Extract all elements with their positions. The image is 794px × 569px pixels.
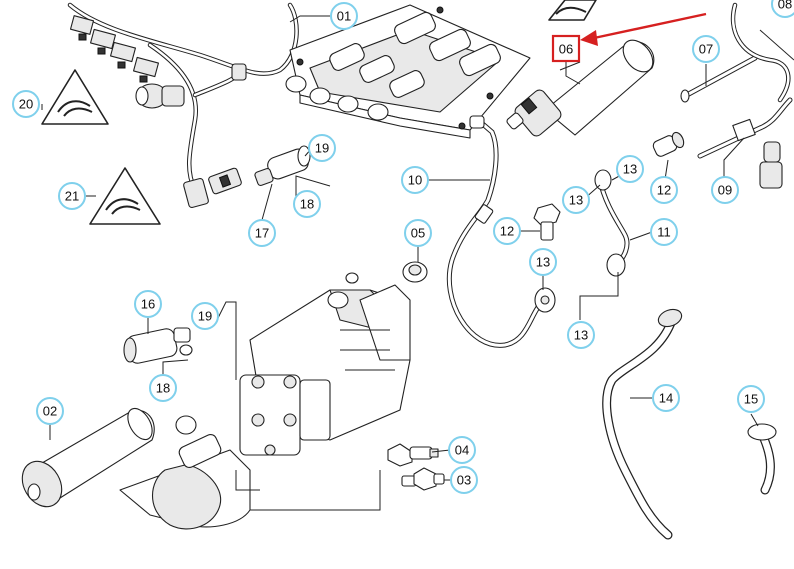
svg-text:08: 08 [778, 0, 792, 12]
mount-bracket[interactable] [119, 415, 251, 530]
callout-14[interactable]: 14 [652, 384, 680, 412]
svg-text:04: 04 [455, 443, 469, 458]
callout-12-right[interactable]: 12 [650, 176, 678, 204]
wiring-harness[interactable] [67, 2, 299, 209]
callout-10[interactable]: 10 [401, 166, 429, 194]
pipe-07[interactable] [680, 55, 758, 103]
pressure-switch-04[interactable] [387, 443, 439, 467]
hand-crush-warning-icon [89, 167, 161, 225]
callout-01[interactable]: 01 [330, 2, 358, 30]
callout-03[interactable]: 03 [450, 466, 478, 494]
svg-text:14: 14 [659, 391, 673, 406]
svg-text:12: 12 [500, 224, 514, 239]
svg-text:20: 20 [19, 97, 33, 112]
callout-02[interactable]: 02 [36, 397, 64, 425]
svg-text:19: 19 [198, 309, 212, 324]
callout-13-b[interactable]: 13 [616, 155, 644, 183]
wire-08[interactable] [730, 2, 794, 189]
svg-text:17: 17 [255, 226, 269, 241]
clamp-15[interactable] [747, 423, 777, 495]
highlight-arrow [580, 12, 707, 46]
valve-body-block[interactable] [285, 4, 531, 139]
svg-text:11: 11 [657, 225, 671, 240]
sensor-16[interactable] [123, 327, 193, 364]
callout-16[interactable]: 16 [134, 290, 162, 318]
svg-text:05: 05 [411, 226, 425, 241]
hand-crush-warning-icon [41, 69, 109, 125]
svg-text:02: 02 [43, 404, 57, 419]
svg-text:13: 13 [623, 162, 637, 177]
svg-text:13: 13 [536, 255, 550, 270]
bracket-09[interactable] [697, 97, 793, 159]
svg-text:01: 01 [337, 9, 351, 24]
callout-08[interactable]: 08 [771, 0, 794, 18]
svg-text:07: 07 [699, 42, 713, 57]
callout-06-highlighted[interactable]: 06 [551, 34, 581, 63]
svg-text:10: 10 [408, 173, 422, 188]
callout-18-b[interactable]: 18 [149, 374, 177, 402]
callout-11[interactable]: 11 [650, 218, 678, 246]
callout-15[interactable]: 15 [737, 385, 765, 413]
callout-18-a[interactable]: 18 [293, 190, 321, 218]
svg-text:06: 06 [559, 42, 573, 57]
svg-text:21: 21 [65, 189, 79, 204]
svg-text:19: 19 [315, 141, 329, 156]
callout-13-d[interactable]: 13 [567, 321, 595, 349]
hydraulic-line-10[interactable] [446, 115, 548, 348]
filter-canister-02[interactable] [14, 404, 157, 514]
svg-text:18: 18 [300, 197, 314, 212]
callout-19-b[interactable]: 19 [191, 302, 219, 330]
callout-13-c[interactable]: 13 [529, 248, 557, 276]
pressure-accumulator-06[interactable] [506, 34, 659, 138]
callout-09[interactable]: 09 [711, 176, 739, 204]
plug-05[interactable] [402, 261, 428, 283]
hose-14[interactable] [602, 306, 684, 540]
speed-sensor-17[interactable] [254, 145, 311, 187]
svg-text:15: 15 [744, 392, 758, 407]
fitting-12-right[interactable] [652, 131, 686, 158]
callout-04[interactable]: 04 [448, 436, 476, 464]
callout-07[interactable]: 07 [692, 35, 720, 63]
callout-19-a[interactable]: 19 [308, 134, 336, 162]
banjo-bolt-12[interactable] [533, 203, 561, 313]
svg-text:16: 16 [141, 297, 155, 312]
leader-lines [41, 15, 759, 511]
svg-text:13: 13 [569, 193, 583, 208]
svg-text:13: 13 [574, 328, 588, 343]
hydraulic-line-11[interactable] [594, 169, 630, 277]
callout-17[interactable]: 17 [248, 219, 276, 247]
hand-crush-warning-icon [548, 0, 597, 21]
pressure-switch-03[interactable] [401, 467, 445, 491]
callout-20[interactable]: 20 [12, 90, 40, 118]
callout-13-a[interactable]: 13 [562, 186, 590, 214]
callout-12-center[interactable]: 12 [493, 217, 521, 245]
svg-text:12: 12 [657, 183, 671, 198]
svg-text:18: 18 [156, 381, 170, 396]
callout-05[interactable]: 05 [404, 219, 432, 247]
transmission-housing[interactable] [239, 272, 411, 456]
svg-text:09: 09 [718, 183, 732, 198]
svg-text:03: 03 [457, 473, 471, 488]
callout-21[interactable]: 21 [58, 182, 86, 210]
